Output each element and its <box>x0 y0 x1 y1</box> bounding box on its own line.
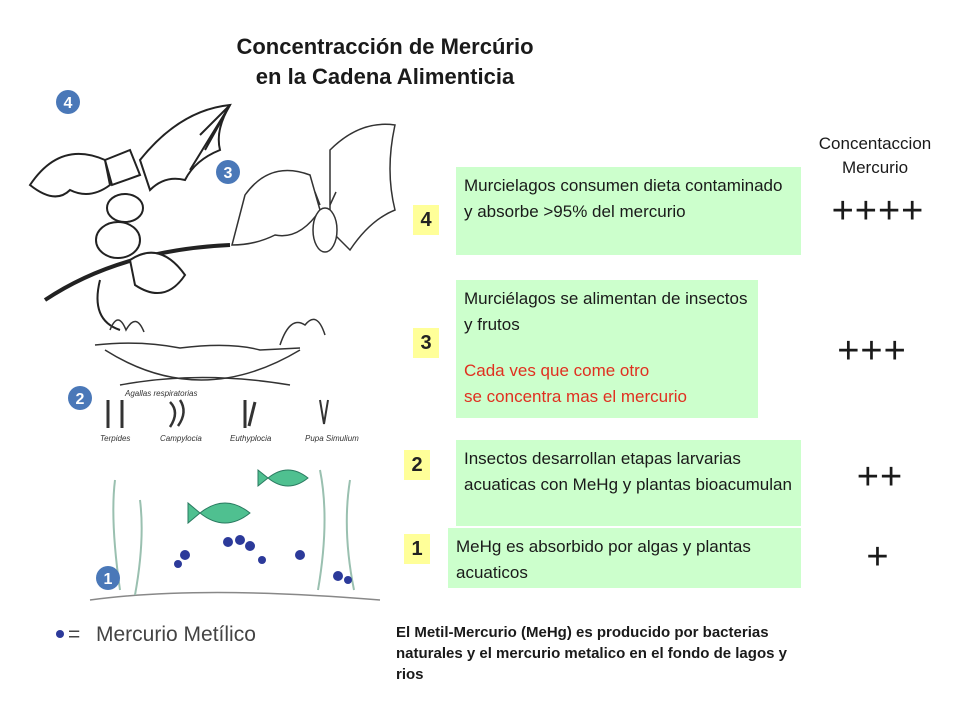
level-4-box: Murcielagos consumen dieta contaminado y… <box>456 167 801 255</box>
underwater-illustration <box>89 468 381 601</box>
svg-text:=: = <box>68 623 80 646</box>
level-4-concentration: ++++ <box>831 190 925 232</box>
stage-marker-4: 4 <box>56 90 80 114</box>
methylmercury-note: El Metil-Mercurio (MeHg) es producido po… <box>396 624 787 683</box>
insect-label: Terpides <box>100 434 130 443</box>
level-1-concentration: + <box>866 536 890 578</box>
level-3-box: Murciélagos se alimentan de insectos y f… <box>456 280 758 418</box>
level-3-text: Murciélagos se alimentan de insectos y f… <box>464 289 748 334</box>
insect-sublabel: Agallas respiratorias <box>124 389 197 398</box>
level-3-note-line-2: se concentra mas el mercurio <box>464 387 687 406</box>
svg-text:3: 3 <box>224 165 233 182</box>
title-line-1: Concentracción de Mercúrio <box>236 34 534 59</box>
insect-label: Euthyplocia <box>230 434 272 443</box>
level-2-badge: 2 <box>404 450 430 480</box>
level-2-box: Insectos desarrollan etapas larvarias ac… <box>456 440 801 526</box>
level-2-concentration: ++ <box>856 456 904 498</box>
concentration-header: Concentaccion Mercurio <box>800 132 950 180</box>
insectivore-bat-illustration <box>231 123 396 253</box>
level-3-concentration: +++ <box>837 330 907 372</box>
level-2-text: Insectos desarrollan etapas larvarias ac… <box>464 449 792 494</box>
level-1-text: MeHg es absorbido por algas y plantas ac… <box>456 537 751 582</box>
level-1-badge: 1 <box>404 534 430 564</box>
concentration-header-line-2: Mercurio <box>841 158 909 177</box>
stage-marker-2: 2 <box>68 386 92 410</box>
insect-label: Pupa Simulium <box>305 434 359 443</box>
svg-text:1: 1 <box>104 571 113 588</box>
svg-text:4: 4 <box>64 95 73 112</box>
insect-label: Campylocia <box>160 434 202 443</box>
svg-text:2: 2 <box>76 391 85 408</box>
level-4-badge: 4 <box>413 205 439 235</box>
svg-text:Mercurio Metílico: Mercurio Metílico <box>96 623 256 646</box>
level-3-note-line-1: Cada ves que come otro <box>464 361 650 380</box>
stage-marker-1: 1 <box>96 566 120 590</box>
concentration-header-line-1: Concentaccion <box>818 134 932 153</box>
level-3-badge: 3 <box>413 328 439 358</box>
level-1-box: MeHg es absorbido por algas y plantas ac… <box>448 528 801 588</box>
fruit-bat-illustration <box>28 103 232 331</box>
level-4-text: Murcielagos consumen dieta contaminado y… <box>464 176 783 221</box>
stream-insects-illustration <box>94 318 329 428</box>
mercury-legend: = Mercurio Metílico <box>56 623 256 646</box>
page-title: Concentracción de Mercúrio en la Cadena … <box>150 32 620 92</box>
stage-marker-3: 3 <box>216 160 240 184</box>
title-line-2: en la Cadena Alimenticia <box>255 64 515 89</box>
